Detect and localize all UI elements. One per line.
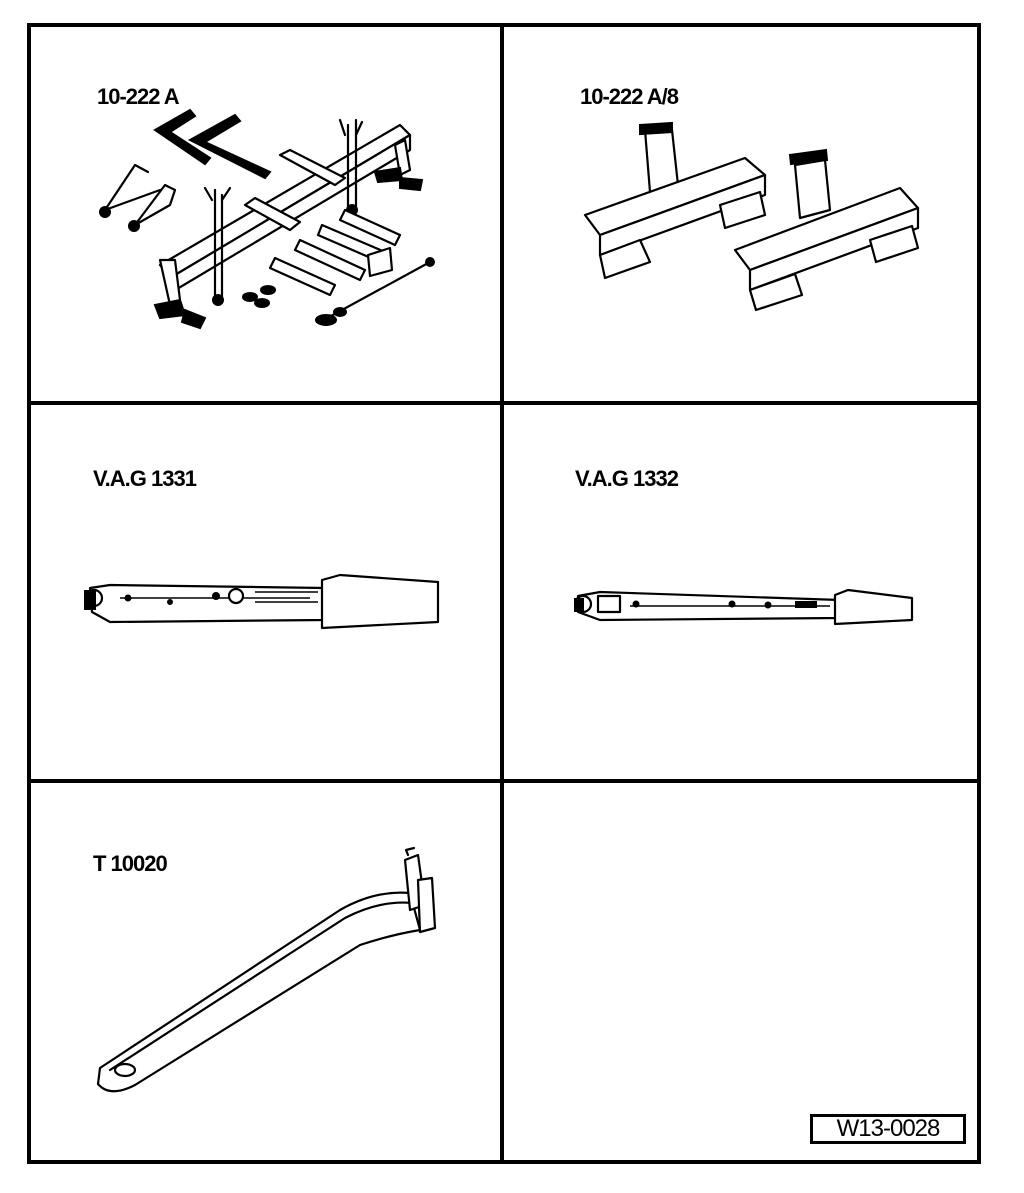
torque-wrench-long-icon bbox=[573, 588, 914, 626]
engine-support-bridge-icon bbox=[99, 108, 435, 330]
figure-code: W13-0028 bbox=[836, 1115, 941, 1142]
figure-code-box: W13-0028 bbox=[810, 1114, 966, 1144]
adapter-pair-icon bbox=[583, 121, 920, 312]
tool-label-t-10020: T 10020 bbox=[93, 851, 168, 876]
torque-wrench-icon bbox=[84, 573, 440, 630]
tool-label-10-222-a-8: 10-222 A/8 bbox=[580, 84, 679, 109]
tool-label-10-222-a: 10-222 A bbox=[97, 84, 180, 109]
tool-label-vag-1332: V.A.G 1332 bbox=[575, 466, 679, 491]
tool-label-vag-1331: V.A.G 1331 bbox=[93, 466, 197, 491]
spanner-lever-icon bbox=[96, 846, 437, 1093]
